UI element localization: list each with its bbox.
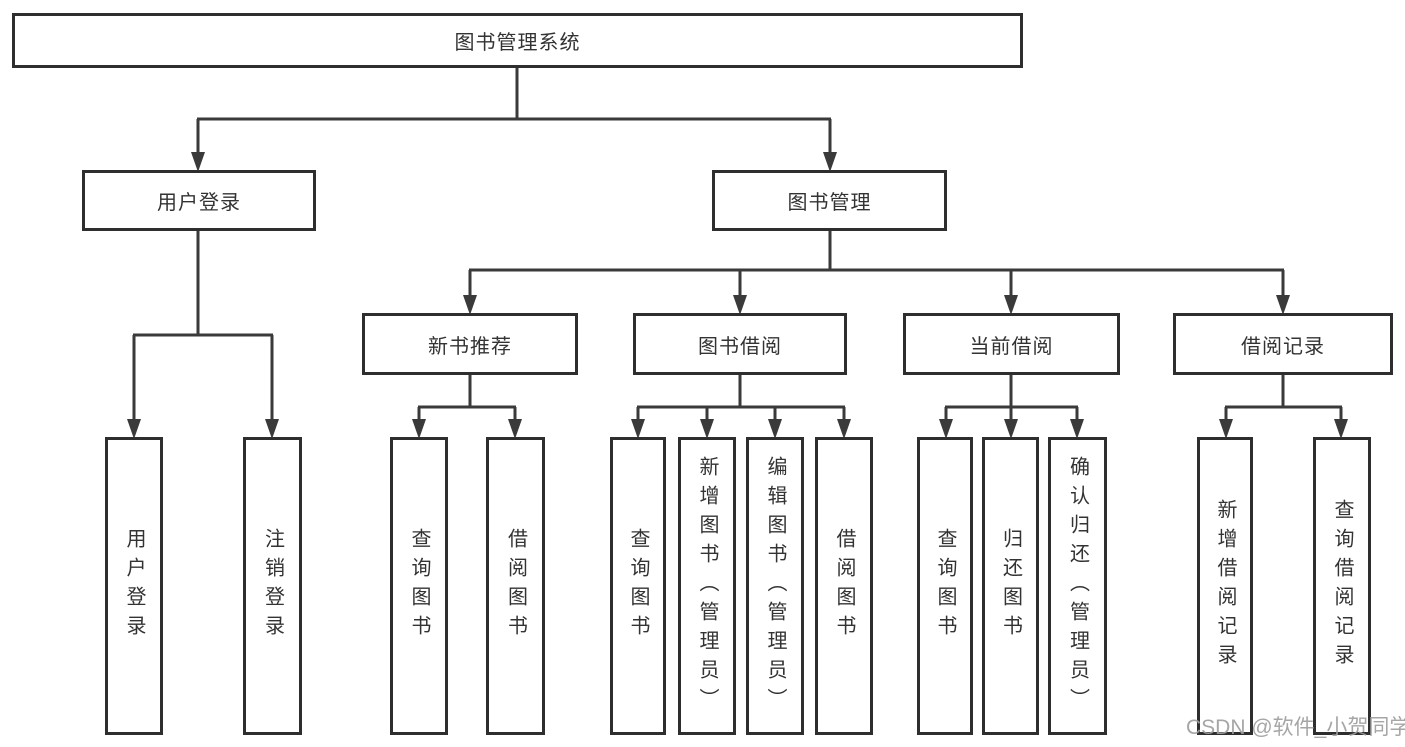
node-leaf-query-book-1: 查询图书 <box>390 437 448 735</box>
node-book-borrowing: 图书借阅 <box>633 313 847 375</box>
node-leaf-query-borrow-record: 查询借阅记录 <box>1313 437 1371 735</box>
node-current-borrowing: 当前借阅 <box>903 313 1120 375</box>
node-book-management: 图书管理 <box>712 170 947 231</box>
node-leaf-borrow-book-1: 借阅图书 <box>486 437 545 735</box>
node-leaf-query-book-2: 查询图书 <box>610 437 666 735</box>
csdn-watermark: CSDN @软件_小贺同学 <box>1186 716 1405 739</box>
node-leaf-borrow-book-2: 借阅图书 <box>815 437 873 735</box>
node-user-login: 用户登录 <box>82 170 316 231</box>
node-borrow-records: 借阅记录 <box>1173 313 1393 375</box>
node-leaf-add-book-admin: 新增图书（管理员） <box>678 437 736 735</box>
node-leaf-query-book-3: 查询图书 <box>917 437 973 735</box>
node-leaf-edit-book-admin: 编辑图书（管理员） <box>746 437 804 735</box>
node-leaf-user-login: 用户登录 <box>105 437 163 735</box>
node-leaf-logout: 注销登录 <box>243 437 302 735</box>
node-leaf-add-borrow-record: 新增借阅记录 <box>1197 437 1253 735</box>
node-leaf-confirm-return-admin: 确认归还（管理员） <box>1048 437 1107 735</box>
node-new-book-recommend: 新书推荐 <box>362 313 578 375</box>
node-leaf-return-book: 归还图书 <box>982 437 1039 735</box>
node-library-management-system: 图书管理系统 <box>12 13 1023 68</box>
